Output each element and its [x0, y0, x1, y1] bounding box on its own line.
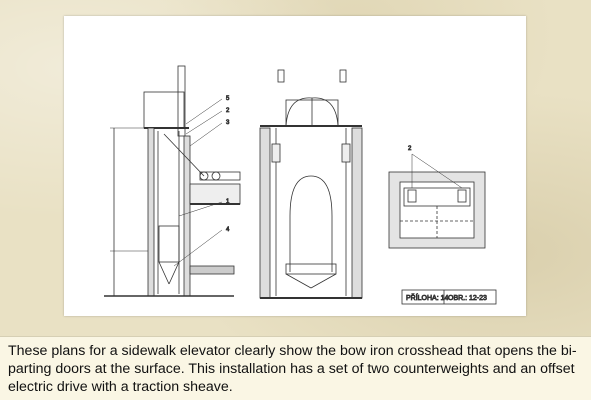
stamp-label: PŘÍLOHA: 14	[406, 293, 449, 302]
callout-4: 4	[226, 227, 230, 233]
plan-view	[388, 153, 486, 249]
caption-text: These plans for a sidewalk elevator clea…	[0, 336, 591, 400]
callout-right-2: 2	[408, 146, 412, 152]
title-stamp	[401, 289, 497, 305]
callout-3: 3	[226, 120, 230, 126]
elevator-plans-drawing: 5 2 3 1 4	[104, 65, 497, 305]
callout-1: 1	[226, 199, 230, 205]
drawing-sheet: 5 2 3 1 4	[64, 16, 526, 316]
front-section-view	[259, 69, 363, 299]
callout-2: 2	[226, 108, 230, 114]
side-section-view	[104, 65, 241, 297]
callout-5: 5	[226, 96, 230, 102]
stamp-code: OBR.: 12-23	[448, 295, 487, 302]
